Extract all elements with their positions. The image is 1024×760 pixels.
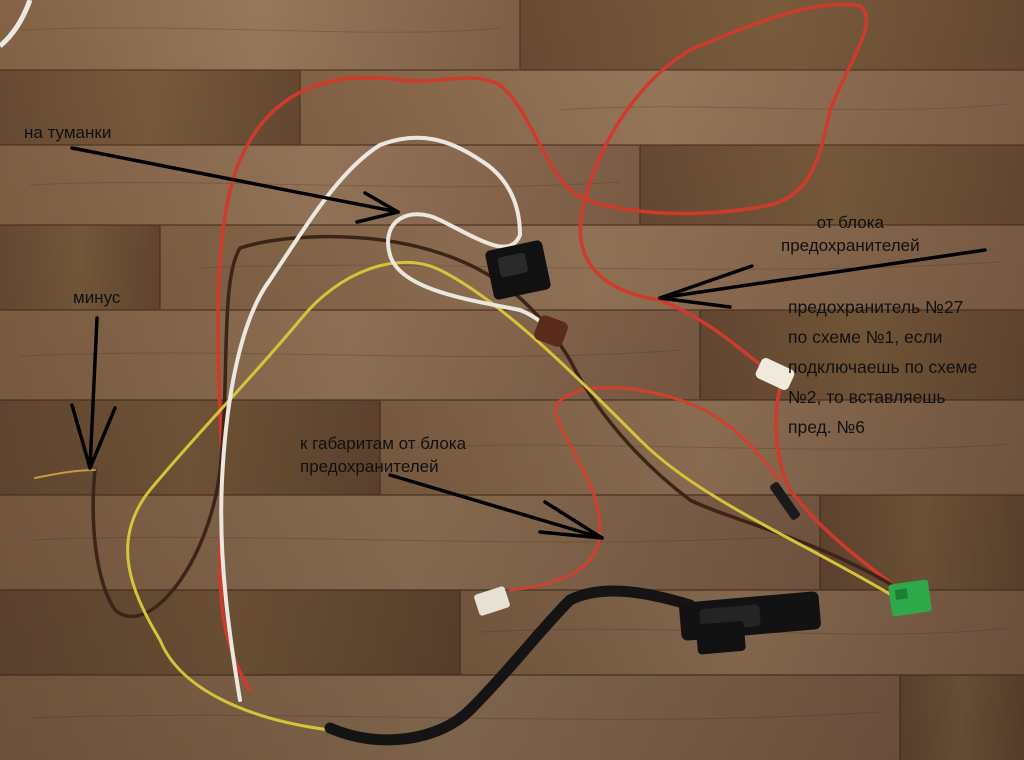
label-side-lights: к габаритам от блока предохранителей — [300, 434, 467, 476]
black-sheathed-cable — [324, 585, 696, 746]
arrow-fog-lights — [70, 146, 400, 224]
arrow-side-lights — [388, 473, 604, 540]
red-wire-main — [216, 2, 869, 692]
label-ground: минус — [73, 288, 121, 307]
red-wire-lower — [774, 386, 902, 592]
black-fuse-box — [679, 591, 821, 655]
black-relay-connector — [485, 240, 551, 300]
yellow-wire — [126, 260, 902, 732]
ground-wire-end — [34, 469, 96, 479]
red-wire-side-lights — [508, 386, 782, 592]
arrow-from-fuse-block — [658, 248, 987, 309]
brown-wire — [91, 234, 902, 619]
white-wire — [219, 135, 562, 702]
label-from-fuse-block: от блока предохранителей — [781, 213, 920, 255]
white-plug-connector — [474, 586, 510, 616]
label-fuse-note: предохранитель №27 по схеме №1, если под… — [788, 297, 978, 437]
brown-fuse-holder — [534, 315, 568, 347]
black-heat-shrink — [770, 482, 800, 520]
label-fog-lights: на туманки — [24, 123, 112, 142]
wire-harness — [34, 2, 902, 746]
stray-white-cable — [0, 0, 33, 48]
green-terminal-connector — [888, 579, 932, 617]
arrow-ground — [70, 316, 117, 470]
white-fuse-connector — [755, 358, 795, 390]
annotation-arrows — [70, 146, 987, 540]
